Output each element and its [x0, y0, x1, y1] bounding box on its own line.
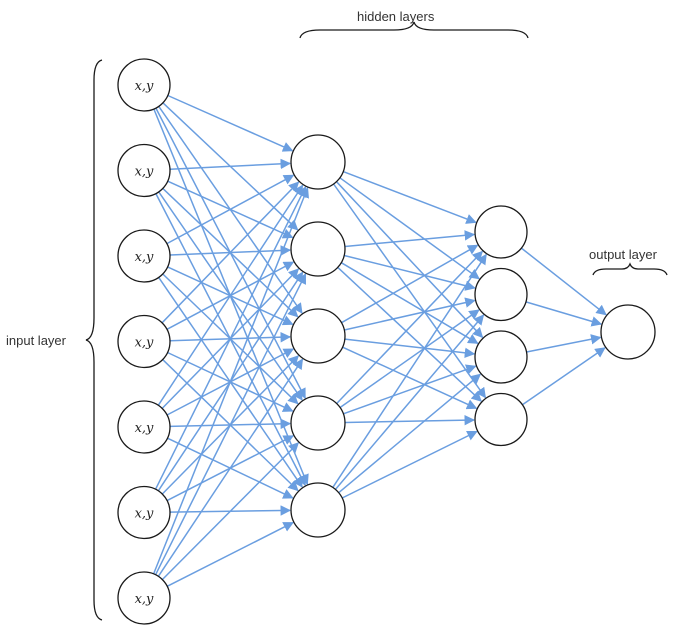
input-node-5: [117, 485, 171, 540]
edge-input-3-to-hidden-1-0: [161, 181, 300, 324]
edge-hidden-1-3-to-hidden-2-1: [339, 309, 480, 409]
output-layer-label: output layer: [589, 247, 658, 262]
edge-hidden-1-2-to-hidden-2-3: [342, 346, 478, 410]
input-node-label-0: x,y: [135, 79, 154, 94]
edge-hidden-2-2-to-output-0: [526, 334, 602, 353]
input-node-0: [117, 58, 171, 112]
edge-input-1-to-hidden-1-0: [169, 158, 292, 170]
hidden-1-node-3: [290, 395, 346, 451]
input-node-label-1: x,y: [135, 165, 154, 180]
edge-input-4-to-hidden-1-0: [157, 184, 304, 406]
connections: [152, 94, 607, 587]
edge-input-6-to-hidden-1-2: [157, 358, 304, 577]
edge-input-5-to-hidden-1-0: [154, 186, 307, 490]
edge-hidden-1-4-to-hidden-2-2: [338, 373, 482, 494]
input-node-label-4: x,y: [135, 421, 154, 436]
input-node-2: [117, 229, 171, 283]
edge-input-2-to-hidden-1-0: [166, 174, 295, 245]
input-node-label-6: x,y: [135, 592, 154, 607]
edge-input-6-to-hidden-1-3: [161, 442, 300, 581]
edge-hidden-1-1-to-hidden-2-0: [344, 230, 476, 248]
edge-hidden-1-1-to-hidden-2-3: [337, 266, 482, 402]
hidden-2-node-1: [474, 267, 528, 322]
input-node-label-5: x,y: [135, 507, 154, 522]
edge-hidden-1-0-to-hidden-2-0: [342, 170, 477, 224]
edge-hidden-1-3-to-hidden-2-2: [343, 364, 477, 415]
edge-hidden-1-4-to-hidden-2-0: [332, 253, 487, 488]
input-node-3: [117, 314, 171, 369]
input-node-label-2: x,y: [135, 250, 154, 265]
edge-hidden-1-0-to-hidden-2-2: [335, 181, 484, 339]
edge-hidden-2-3-to-output-0: [521, 347, 606, 406]
edge-hidden-1-2-to-hidden-2-2: [344, 338, 476, 359]
edge-hidden-1-4-to-hidden-2-3: [341, 430, 478, 499]
hidden-2-node-0: [474, 205, 528, 259]
hidden-layers-brace: [299, 21, 529, 39]
edge-hidden-1-3-to-hidden-2-3: [344, 414, 476, 426]
edge-hidden-2-0-to-output-0: [520, 247, 607, 316]
input-node-4: [117, 400, 171, 454]
hidden-1-node-2: [290, 308, 346, 364]
hidden-1-node-0: [290, 134, 346, 190]
input-layer-label: input layer: [6, 333, 67, 348]
edge-input-0-to-hidden-1-0: [167, 94, 294, 152]
hidden-2-node-3: [474, 392, 528, 447]
edge-hidden-1-3-to-hidden-2-0: [336, 250, 484, 405]
edge-hidden-1-2-to-hidden-2-1: [344, 297, 476, 331]
hidden-1-node-4: [290, 482, 346, 538]
input-node-label-3: x,y: [135, 336, 154, 351]
output-layer-brace: [592, 262, 668, 276]
edge-hidden-1-2-to-hidden-2-0: [341, 244, 479, 324]
input-layer-brace: [85, 59, 103, 621]
hidden-1-node-1: [290, 221, 346, 277]
input-node-1: [117, 143, 171, 198]
input-node-6: [117, 571, 171, 625]
output-node-0: [600, 304, 656, 360]
edge-hidden-1-0-to-hidden-2-3: [332, 183, 487, 399]
neurons: x,y x,y x,y x,y x,y x,y x,y: [117, 58, 656, 625]
hidden-layers-label: hidden layers: [357, 9, 435, 24]
edge-input-6-to-hidden-1-1: [154, 273, 307, 576]
edge-hidden-1-4-to-hidden-2-1: [334, 314, 485, 490]
edge-hidden-2-1-to-output-0: [525, 301, 603, 327]
edge-input-6-to-hidden-1-4: [166, 521, 294, 587]
edge-hidden-1-1-to-hidden-2-2: [340, 262, 479, 344]
hidden-2-node-2: [474, 330, 528, 384]
edge-input-6-to-hidden-1-0: [152, 187, 309, 575]
edge-hidden-1-0-to-hidden-2-1: [339, 177, 480, 280]
